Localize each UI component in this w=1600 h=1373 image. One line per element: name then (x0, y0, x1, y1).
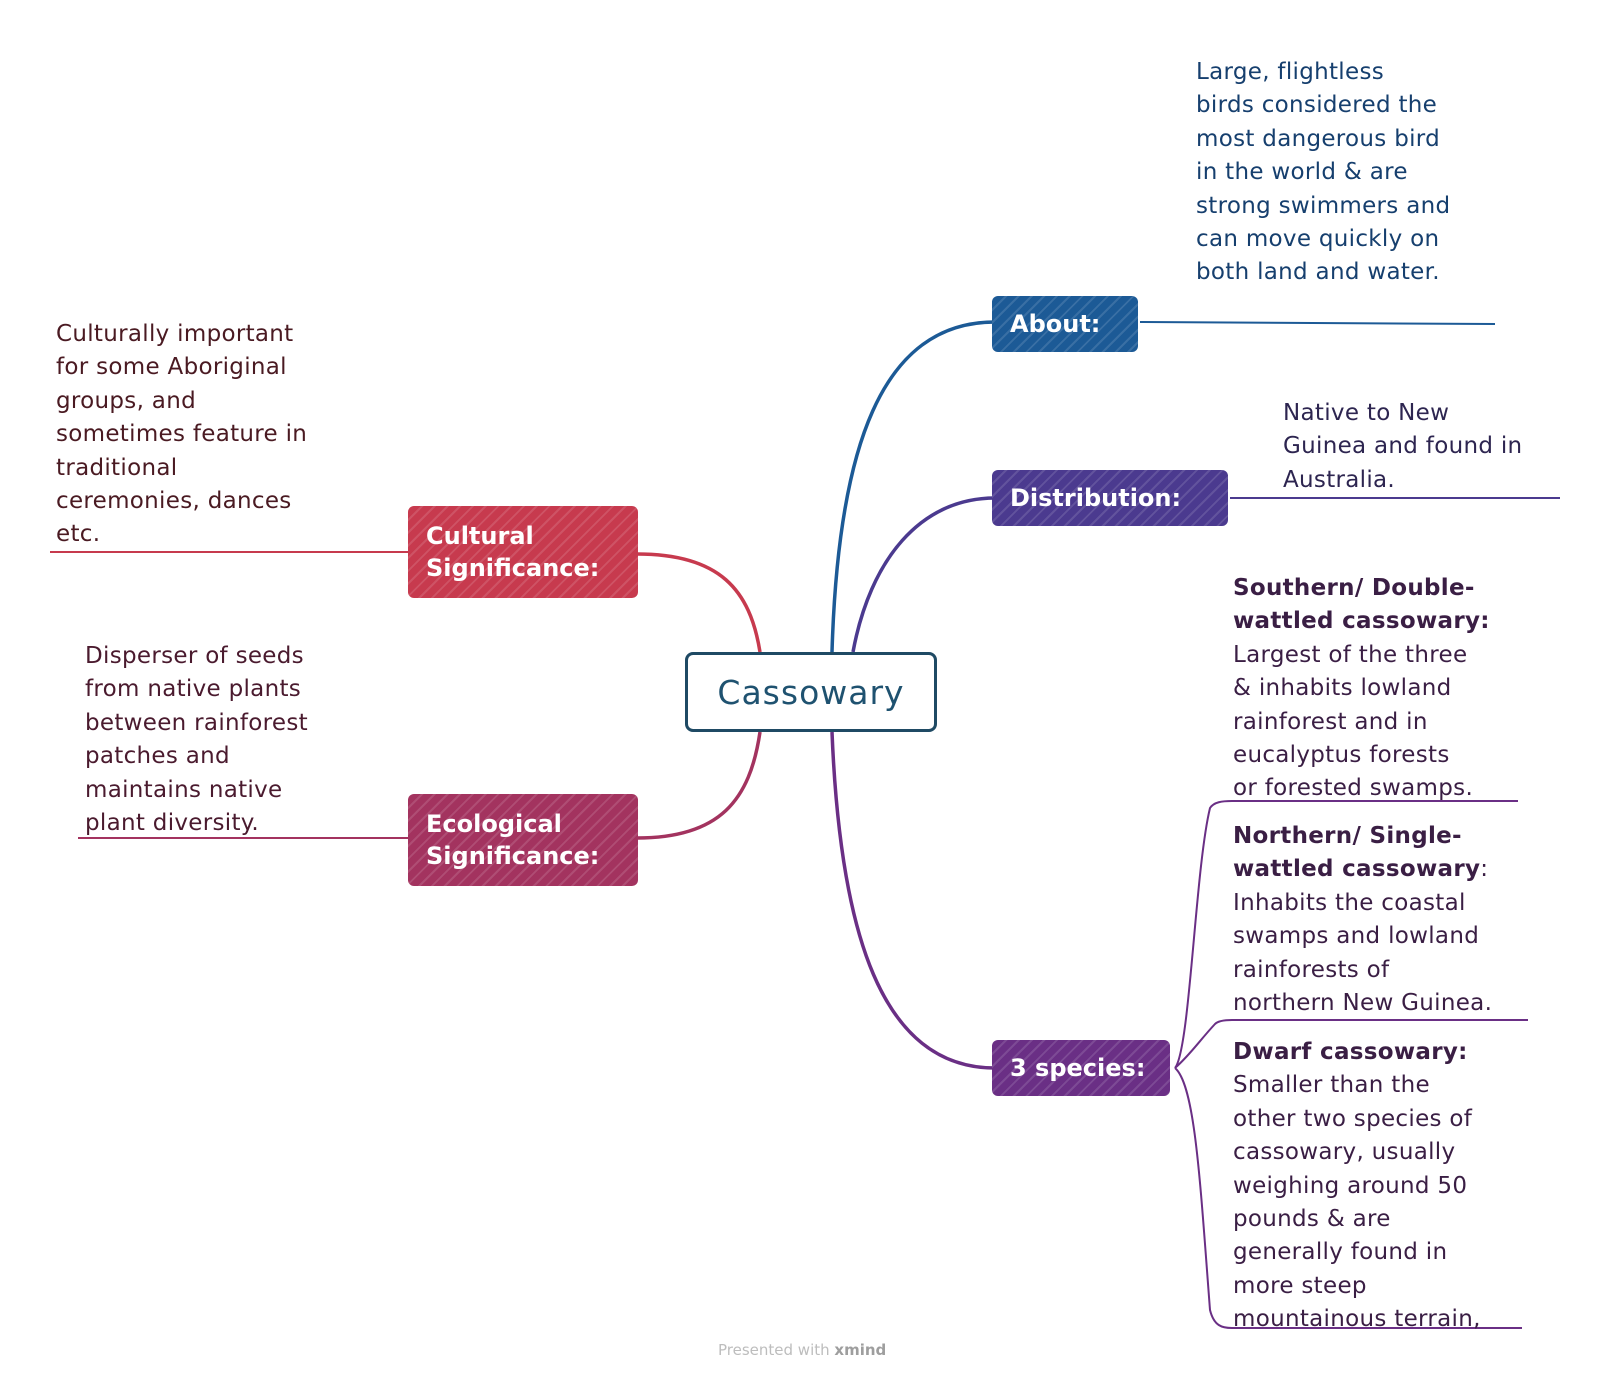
northern-name-suffix: : (1480, 856, 1489, 883)
topic-species[interactable]: 3 species: (992, 1040, 1170, 1096)
topic-distribution[interactable]: Distribution: (992, 470, 1228, 526)
note-ecological-line: patches and (85, 743, 230, 770)
dwarf-desc-line: Smaller than the (1233, 1072, 1430, 1099)
dwarf-desc-line: pounds & are (1233, 1206, 1391, 1233)
note-about: Large, flightless birds considered the m… (1196, 56, 1450, 290)
note-about-line: in the world & are (1196, 159, 1408, 186)
note-ecological-line: between rainforest (85, 709, 308, 736)
connector-northern (1174, 1019, 1528, 1069)
note-cultural-line: etc. (56, 521, 101, 548)
note-southern-cassowary: Southern/ Double- wattled cassowary: Lar… (1233, 572, 1490, 806)
note-about-line: can move quickly on (1196, 226, 1440, 253)
southern-desc-line: rainforest and in (1233, 708, 1428, 735)
note-about-line: most dangerous bird (1196, 125, 1441, 152)
connector-cultural (636, 552, 762, 653)
note-cultural-line: ceremonies, dances (56, 488, 292, 515)
species-name-line: wattled cassowary: (1233, 853, 1492, 886)
note-ecological-significance: Disperser of seeds from native plants be… (85, 640, 308, 840)
northern-name-line-1: Northern/ Single- (1233, 823, 1462, 849)
northern-desc-line: rainforests of (1233, 956, 1390, 983)
southern-desc-line: Largest of the three (1233, 641, 1468, 668)
note-about-line: strong swimmers and (1196, 192, 1451, 219)
connector-southern (1174, 800, 1518, 1069)
connector-species (830, 731, 996, 1070)
xmind-watermark: Presented with xmind (718, 1341, 886, 1359)
note-ecological-line: Disperser of seeds (85, 643, 304, 669)
note-distribution-line: Guinea and found in (1283, 433, 1523, 460)
note-cultural-line: groups, and (56, 387, 196, 414)
watermark-prefix: Presented with (718, 1341, 835, 1359)
northern-name-line-2: wattled cassowary (1233, 856, 1481, 883)
northern-desc-line: Inhabits the coastal (1233, 889, 1466, 916)
note-about-line: birds considered the (1196, 92, 1438, 119)
dwarf-desc-line: weighing around 50 (1233, 1172, 1468, 1199)
dwarf-desc-line: generally found in (1233, 1239, 1448, 1266)
note-about-line: Large, flightless (1196, 59, 1385, 85)
southern-name-line-2: wattled cassowary: (1233, 608, 1490, 635)
southern-desc-line: eucalyptus forests (1233, 742, 1450, 769)
note-ecological-line: from native plants (85, 676, 302, 703)
species-name-line: Northern/ Single- (1233, 820, 1492, 853)
dwarf-desc-line: more steep (1233, 1272, 1367, 1299)
topic-species-label: 3 species: (1010, 1054, 1146, 1082)
topic-ecological-label-line-2: Significance: (426, 842, 600, 870)
topic-cultural-label-line-1: Cultural (426, 522, 534, 550)
note-distribution: Native to New Guinea and found in Austra… (1283, 397, 1522, 497)
dwarf-desc-line: cassowary, usually (1233, 1139, 1456, 1166)
topic-cultural-label-line-2: Significance: (426, 554, 600, 582)
dwarf-desc-line: other two species of (1233, 1105, 1473, 1132)
connector-dwarf (1174, 1067, 1522, 1329)
note-cultural-line: traditional (56, 454, 178, 481)
species-name-line: wattled cassowary: (1233, 605, 1490, 638)
dwarf-desc-line: mountainous terrain, (1233, 1306, 1481, 1333)
topic-ecological-label-line-1: Ecological (426, 810, 562, 838)
note-about-line: both land and water. (1196, 259, 1440, 286)
note-ecological-line: maintains native (85, 776, 283, 803)
topic-distribution-label: Distribution: (1010, 484, 1182, 512)
note-ecological-line: plant diversity. (85, 810, 260, 837)
southern-name-line-1: Southern/ Double- (1233, 575, 1475, 601)
northern-desc-line: northern New Guinea. (1233, 990, 1493, 1017)
species-name-line: Dwarf cassowary: (1233, 1036, 1481, 1069)
southern-desc-line: or forested swamps. (1233, 775, 1474, 802)
underline-about (1139, 321, 1496, 325)
note-cultural-line: Culturally important (56, 321, 294, 347)
connector-distribution (851, 496, 996, 653)
note-cultural-significance: Culturally important for some Aboriginal… (56, 318, 307, 552)
topic-ecological-significance[interactable]: Ecological Significance: (408, 794, 638, 886)
note-dwarf-cassowary: Dwarf cassowary: Smaller than the other … (1233, 1036, 1481, 1337)
topic-about-label: About: (1010, 310, 1101, 338)
note-distribution-line: Native to New (1283, 400, 1450, 426)
note-cultural-line: sometimes feature in (56, 421, 308, 448)
dwarf-name-line-1: Dwarf cassowary: (1233, 1039, 1468, 1065)
note-northern-cassowary: Northern/ Single- wattled cassowary: Inh… (1233, 820, 1492, 1020)
central-topic-label: Cassowary (717, 672, 905, 712)
connector-about (830, 320, 996, 653)
note-cultural-line: for some Aboriginal (56, 354, 287, 381)
species-name-line: Southern/ Double- (1233, 572, 1490, 605)
southern-desc-line: & inhabits lowland (1233, 675, 1452, 702)
northern-desc-line: swamps and lowland (1233, 923, 1480, 950)
note-distribution-line: Australia. (1283, 466, 1396, 493)
topic-about[interactable]: About: (992, 296, 1138, 352)
connector-ecological (636, 731, 762, 840)
watermark-brand: xmind (834, 1341, 887, 1359)
topic-cultural-significance[interactable]: Cultural Significance: (408, 506, 638, 598)
central-topic[interactable]: Cassowary (685, 652, 937, 732)
